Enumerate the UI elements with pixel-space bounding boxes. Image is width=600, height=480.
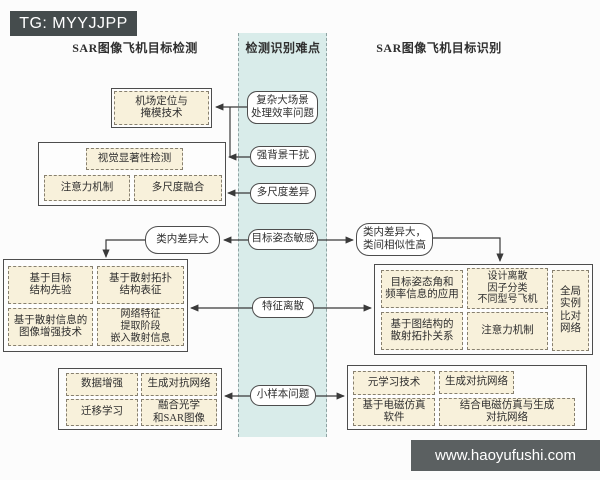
recognition-feature-group: 目标姿态角和 频率信息的应用 设计离散 因子分类 不同型号飞机 全局 实例 比对… [374,264,593,355]
detection-saliency-box: 视觉显著性检测 [86,148,183,170]
recognition-global-instance-box: 全局 实例 比对 网络 [552,270,589,351]
challenge-background-clutter: 强背景干扰 [250,146,316,167]
detection-transfer-box: 迁移学习 [66,399,138,426]
recognition-pose-freq-box: 目标姿态角和 频率信息的应用 [381,270,463,308]
detection-small-sample-group: 数据增强 生成对抗网络 迁移学习 融合光学 和SAR图像 [58,368,222,430]
detection-column-title: SAR图像飞机目标检测 [72,41,198,55]
difficulty-column-title: 检测识别难点 [245,41,321,55]
detection-scatter-topology-box: 基于散射拓扑 结构表征 [97,266,184,304]
detection-airport-box: 机场定位与 掩模技术 [114,91,209,125]
recognition-small-sample-group: 元学习技术 生成对抗网络 基于电磁仿真 软件 结合电磁仿真与生成 对抗网络 [347,365,587,430]
detection-airport-group: 机场定位与 掩模技术 [111,88,212,128]
recognition-discrete-factor-box: 设计离散 因子分类 不同型号飞机 [467,268,548,309]
recognition-gan-box: 生成对抗网络 [439,371,514,394]
watermark-bar: www.haoyufushi.com [411,440,600,471]
detection-scatter-enhance-box: 基于散射信息的 图像增强技术 [8,308,93,346]
recognition-attention-box: 注意力机制 [467,312,548,350]
recognition-graph-topology-box: 基于图结构的 散射拓扑关系 [381,312,463,350]
detection-fuse-optical-box: 融合光学 和SAR图像 [141,399,217,426]
recognition-em-gan-box: 结合电磁仿真与生成 对抗网络 [439,398,575,426]
tag-badge: TG: MYYJJPP [10,11,137,36]
challenge-multiscale-diff: 多尺度差异 [250,183,316,204]
detection-intra-class-oval: 类内差异大 [145,226,220,254]
recognition-em-sim-box: 基于电磁仿真 软件 [353,398,435,426]
challenge-complex-scene: 复杂大场景 处理效率问题 [247,91,318,124]
recognition-column-title: SAR图像飞机目标识别 [376,41,502,55]
detection-gan-box: 生成对抗网络 [141,373,217,396]
detection-attention-box: 注意力机制 [44,175,130,201]
detection-multiscale-fusion-box: 多尺度融合 [134,175,222,201]
challenge-feature-discrete: 特征离散 [252,297,314,318]
detection-structure-group: 基于目标 结构先验 基于散射拓扑 结构表征 基于散射信息的 图像增强技术 网络特… [3,259,188,352]
connector-intraclass-to-structure [102,239,145,258]
detection-data-augment-box: 数据增强 [66,373,138,396]
detection-target-prior-box: 基于目标 结构先验 [8,266,93,304]
detection-saliency-group: 视觉显著性检测 注意力机制 多尺度融合 [38,142,226,206]
recognition-meta-learning-box: 元学习技术 [353,371,435,395]
recognition-intra-inter-oval: 类内差异大， 类间相似性高 [356,223,433,256]
challenge-pose-sensitive: 目标姿态敏感 [248,229,318,250]
detection-network-embed-box: 网络特征 提取阶段 嵌入散射信息 [97,308,184,346]
connector-intrainter-to-feature [433,237,504,262]
challenge-small-sample: 小样本问题 [250,385,316,406]
